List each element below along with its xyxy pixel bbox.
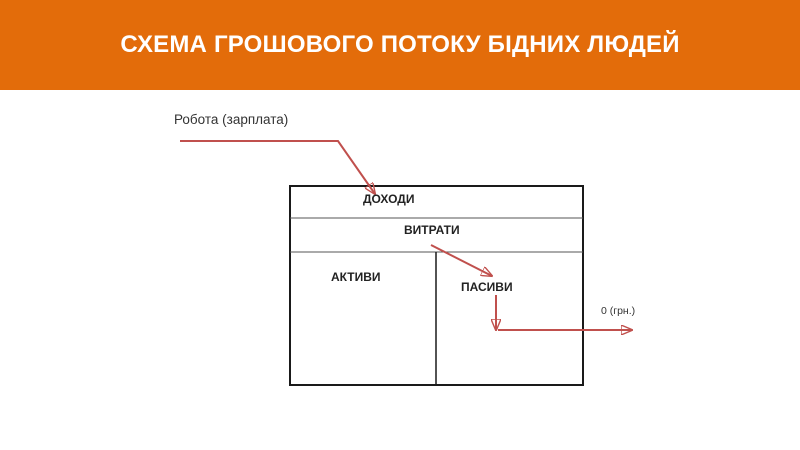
expenses-to-liabilities-arrow — [430, 244, 492, 276]
slide-title: СХЕМА ГРОШОВОГО ПОТОКУ БІДНИХ ЛЮДЕЙ — [120, 31, 680, 58]
title-bar: СХЕМА ГРОШОВОГО ПОТОКУ БІДНИХ ЛЮДЕЙ — [0, 0, 800, 90]
expenses-label: ВИТРАТИ — [404, 223, 460, 237]
liabilities-label: ПАСИВИ — [461, 280, 513, 294]
assets-label: АКТИВИ — [331, 270, 381, 284]
outflow-label: 0 (грн.) — [601, 305, 636, 317]
salary-to-income-arrow — [180, 140, 375, 194]
salary-source-label: Робота (зарплата) — [174, 112, 289, 127]
income-label: ДОХОДИ — [363, 192, 415, 206]
